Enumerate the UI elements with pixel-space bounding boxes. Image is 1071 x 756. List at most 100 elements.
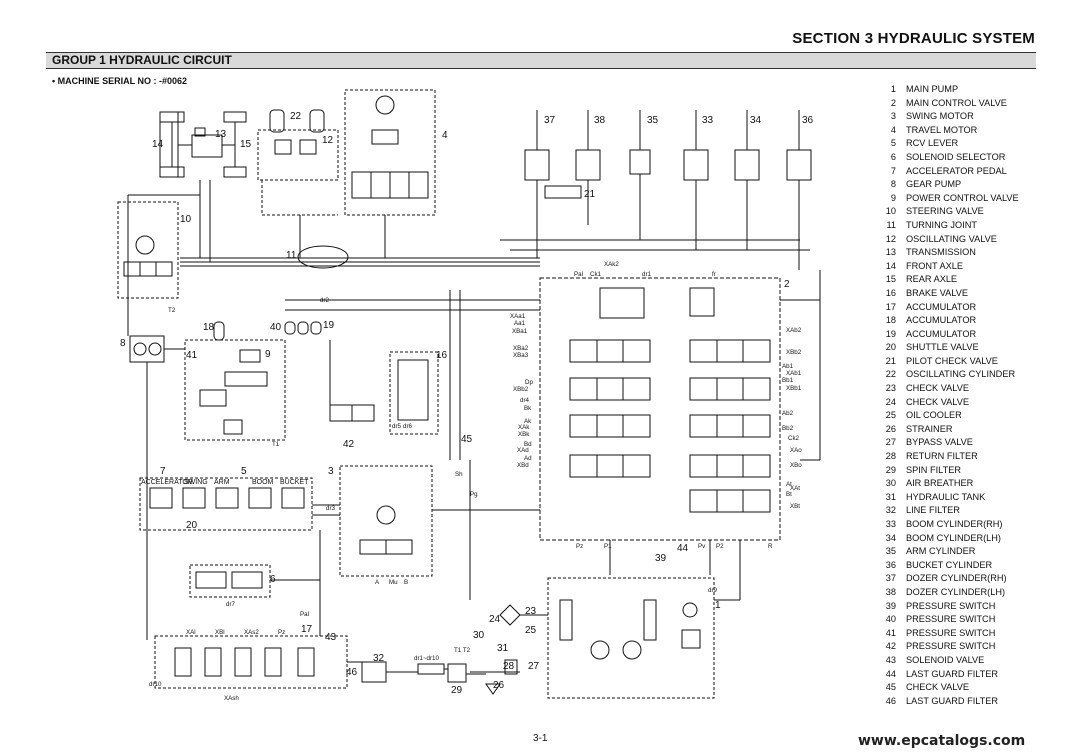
port-label: dr7 xyxy=(226,601,236,608)
port-label: XBa1 xyxy=(512,328,528,335)
legend-number: 22 xyxy=(885,369,896,380)
port-label: XAo xyxy=(790,447,802,454)
main-pump-group xyxy=(547,577,715,699)
legend-number: 6 xyxy=(890,151,896,162)
port-label: XAk xyxy=(518,424,530,431)
legend-label: LAST GUARD FILTER xyxy=(906,695,999,706)
port-label: Mu xyxy=(389,579,398,586)
port-label: T1 xyxy=(272,441,280,448)
port-label: P1 xyxy=(604,543,612,550)
port-label: fr xyxy=(712,271,716,278)
callout-40: 40 xyxy=(270,322,282,333)
callout-labels: 1 2 3 4 5 6 7 8 9 10 11 12 13 14 15 16 1… xyxy=(120,111,814,696)
legend-number: 12 xyxy=(885,233,896,244)
callout-42: 42 xyxy=(343,439,355,450)
legend-number: 19 xyxy=(885,328,896,339)
port-label: XAsh xyxy=(224,695,239,702)
legend-label: BRAKE VALVE xyxy=(906,287,968,298)
callout-24: 24 xyxy=(489,614,501,625)
port-label: B xyxy=(404,579,408,586)
port-label: Pal xyxy=(300,611,309,618)
port-label: dr2 xyxy=(320,297,330,304)
legend-label: PRESSURE SWITCH xyxy=(906,641,996,652)
legend-label: LINE FILTER xyxy=(906,505,960,516)
legend-number: 31 xyxy=(885,491,896,502)
port-label: Bb1 xyxy=(782,377,794,384)
legend-label: OIL COOLER xyxy=(906,410,962,421)
travel-motor-group xyxy=(344,89,436,216)
port-label: Sh xyxy=(455,471,463,478)
callout-1: 1 xyxy=(715,600,721,611)
solenoid-valve-block xyxy=(154,635,348,689)
legend-row: 2 MAIN CONTROL VALVE xyxy=(876,97,1046,111)
solenoid-selector xyxy=(189,564,271,598)
legend-label: GEAR PUMP xyxy=(906,179,962,190)
serial-note: • MACHINE SERIAL NO : -#0062 xyxy=(52,76,188,86)
main-control-valve xyxy=(539,277,781,575)
callout-17: 17 xyxy=(301,624,313,635)
callout-22: 22 xyxy=(290,111,302,122)
port-label: Aa1 xyxy=(514,320,526,327)
legend-number: 46 xyxy=(885,695,896,706)
tank-filter-group xyxy=(361,604,521,695)
axle-transmission-group xyxy=(159,111,247,178)
legend-number: 2 xyxy=(890,97,896,108)
legend-number: 14 xyxy=(885,260,896,271)
legend-label: SHUTTLE VALVE xyxy=(906,342,979,353)
legend-number: 8 xyxy=(890,179,896,190)
legend-number: 26 xyxy=(885,423,896,434)
legend-number: 1 xyxy=(890,84,896,94)
callout-20: 20 xyxy=(186,520,198,531)
gear-pump xyxy=(129,335,165,363)
legend-label: SPIN FILTER xyxy=(906,464,961,475)
legend-number: 10 xyxy=(885,206,896,217)
port-label: XBa2 xyxy=(513,345,529,352)
port-label: XBt xyxy=(790,503,800,510)
callout-25: 25 xyxy=(525,625,537,636)
legend-number: 21 xyxy=(885,355,896,366)
legend-row: 8 GEAR PUMP xyxy=(876,178,1046,192)
legend-label: SOLENOID VALVE xyxy=(906,654,985,665)
callout-16: 16 xyxy=(436,350,448,361)
legend-number: 36 xyxy=(885,559,896,570)
legend-label: DOZER CYLINDER(RH) xyxy=(906,573,1007,584)
port-label: XAb2 xyxy=(786,327,802,334)
rcv-label-boom: BOOM xyxy=(252,479,274,486)
oscillating-group xyxy=(257,109,339,216)
legend-label: BUCKET CYLINDER xyxy=(906,559,993,570)
brake-valve-group xyxy=(329,351,439,435)
callout-31: 31 xyxy=(497,643,509,654)
legend-label: BOOM CYLINDER(LH) xyxy=(906,532,1001,543)
callout-8: 8 xyxy=(120,338,126,349)
legend-row: 36 BUCKET CYLINDER xyxy=(876,559,1046,573)
port-label: dr9 xyxy=(708,587,718,594)
port-label: Pz xyxy=(278,629,285,636)
legend-label: PRESSURE SWITCH xyxy=(906,614,996,625)
port-label: A xyxy=(375,579,380,586)
legend-label: TRANSMISSION xyxy=(906,247,976,258)
power-control-group xyxy=(184,321,322,441)
legend-number: 25 xyxy=(885,410,896,421)
legend-label: ACCUMULATOR xyxy=(906,328,977,339)
callout-28: 28 xyxy=(503,661,515,672)
port-label: XAs2 xyxy=(244,629,259,636)
port-label: Pg xyxy=(470,491,478,498)
legend-label: PRESSURE SWITCH xyxy=(906,600,996,611)
legend-label: STRAINER xyxy=(906,423,953,434)
callout-15: 15 xyxy=(240,139,252,150)
port-label: XBb2 xyxy=(513,386,529,393)
legend-label: ACCUMULATOR xyxy=(906,315,977,326)
legend-label: MAIN CONTROL VALVE xyxy=(906,97,1007,108)
